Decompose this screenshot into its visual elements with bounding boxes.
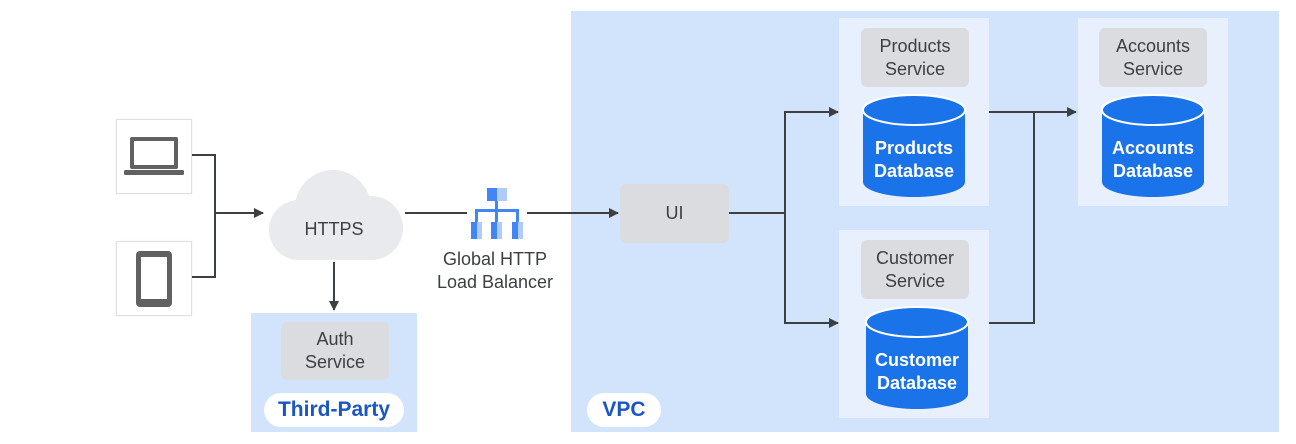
customer-service-line2: Service (884, 270, 946, 291)
load-balancer-label-line1: Global HTTP (442, 249, 548, 269)
load-balancer-label: Global HTTP Load Balancer (420, 248, 570, 294)
laptop-icon (124, 136, 184, 175)
products-database-icon (862, 94, 966, 197)
junction-to-customer-arrow (784, 213, 839, 328)
customer-to-accounts-line (989, 112, 1035, 324)
customer-database-line1: Customer (874, 350, 959, 370)
junction-to-products-arrow (784, 107, 839, 213)
load-balancer-icon (471, 188, 523, 239)
products-database-line2: Database (873, 161, 955, 181)
accounts-service-line1: Accounts (1115, 35, 1191, 56)
accounts-database-icon (1101, 94, 1205, 197)
accounts-database-line1: Accounts (1111, 138, 1194, 158)
tablet-to-junction-line (190, 213, 216, 278)
products-service-line2: Service (884, 58, 945, 79)
accounts-database-line2: Database (1112, 161, 1194, 181)
tablet-client (116, 241, 192, 316)
customer-service-line1: Customer (875, 247, 955, 268)
auth-service-line2: Service (304, 352, 366, 372)
customer-database-line2: Database (876, 373, 958, 393)
auth-service-line1: Auth (316, 329, 354, 349)
tablet-icon (136, 250, 172, 307)
products-service-line1: Products (879, 35, 951, 56)
cloud-icon (269, 170, 403, 260)
accounts-service-line2: Service (1122, 58, 1183, 79)
customer-database-icon (865, 306, 969, 409)
https-label: HTTPS (304, 219, 364, 239)
third-party-tag: Third-Party (264, 393, 404, 427)
load-balancer-label-line2: Load Balancer (436, 272, 554, 292)
laptop-client (116, 119, 192, 194)
ui-label: UI (665, 203, 684, 223)
ui-node: UI (620, 184, 729, 243)
products-database-line1: Products (874, 138, 953, 158)
vpc-tag: VPC (587, 393, 661, 427)
laptop-to-junction-line (190, 154, 216, 213)
